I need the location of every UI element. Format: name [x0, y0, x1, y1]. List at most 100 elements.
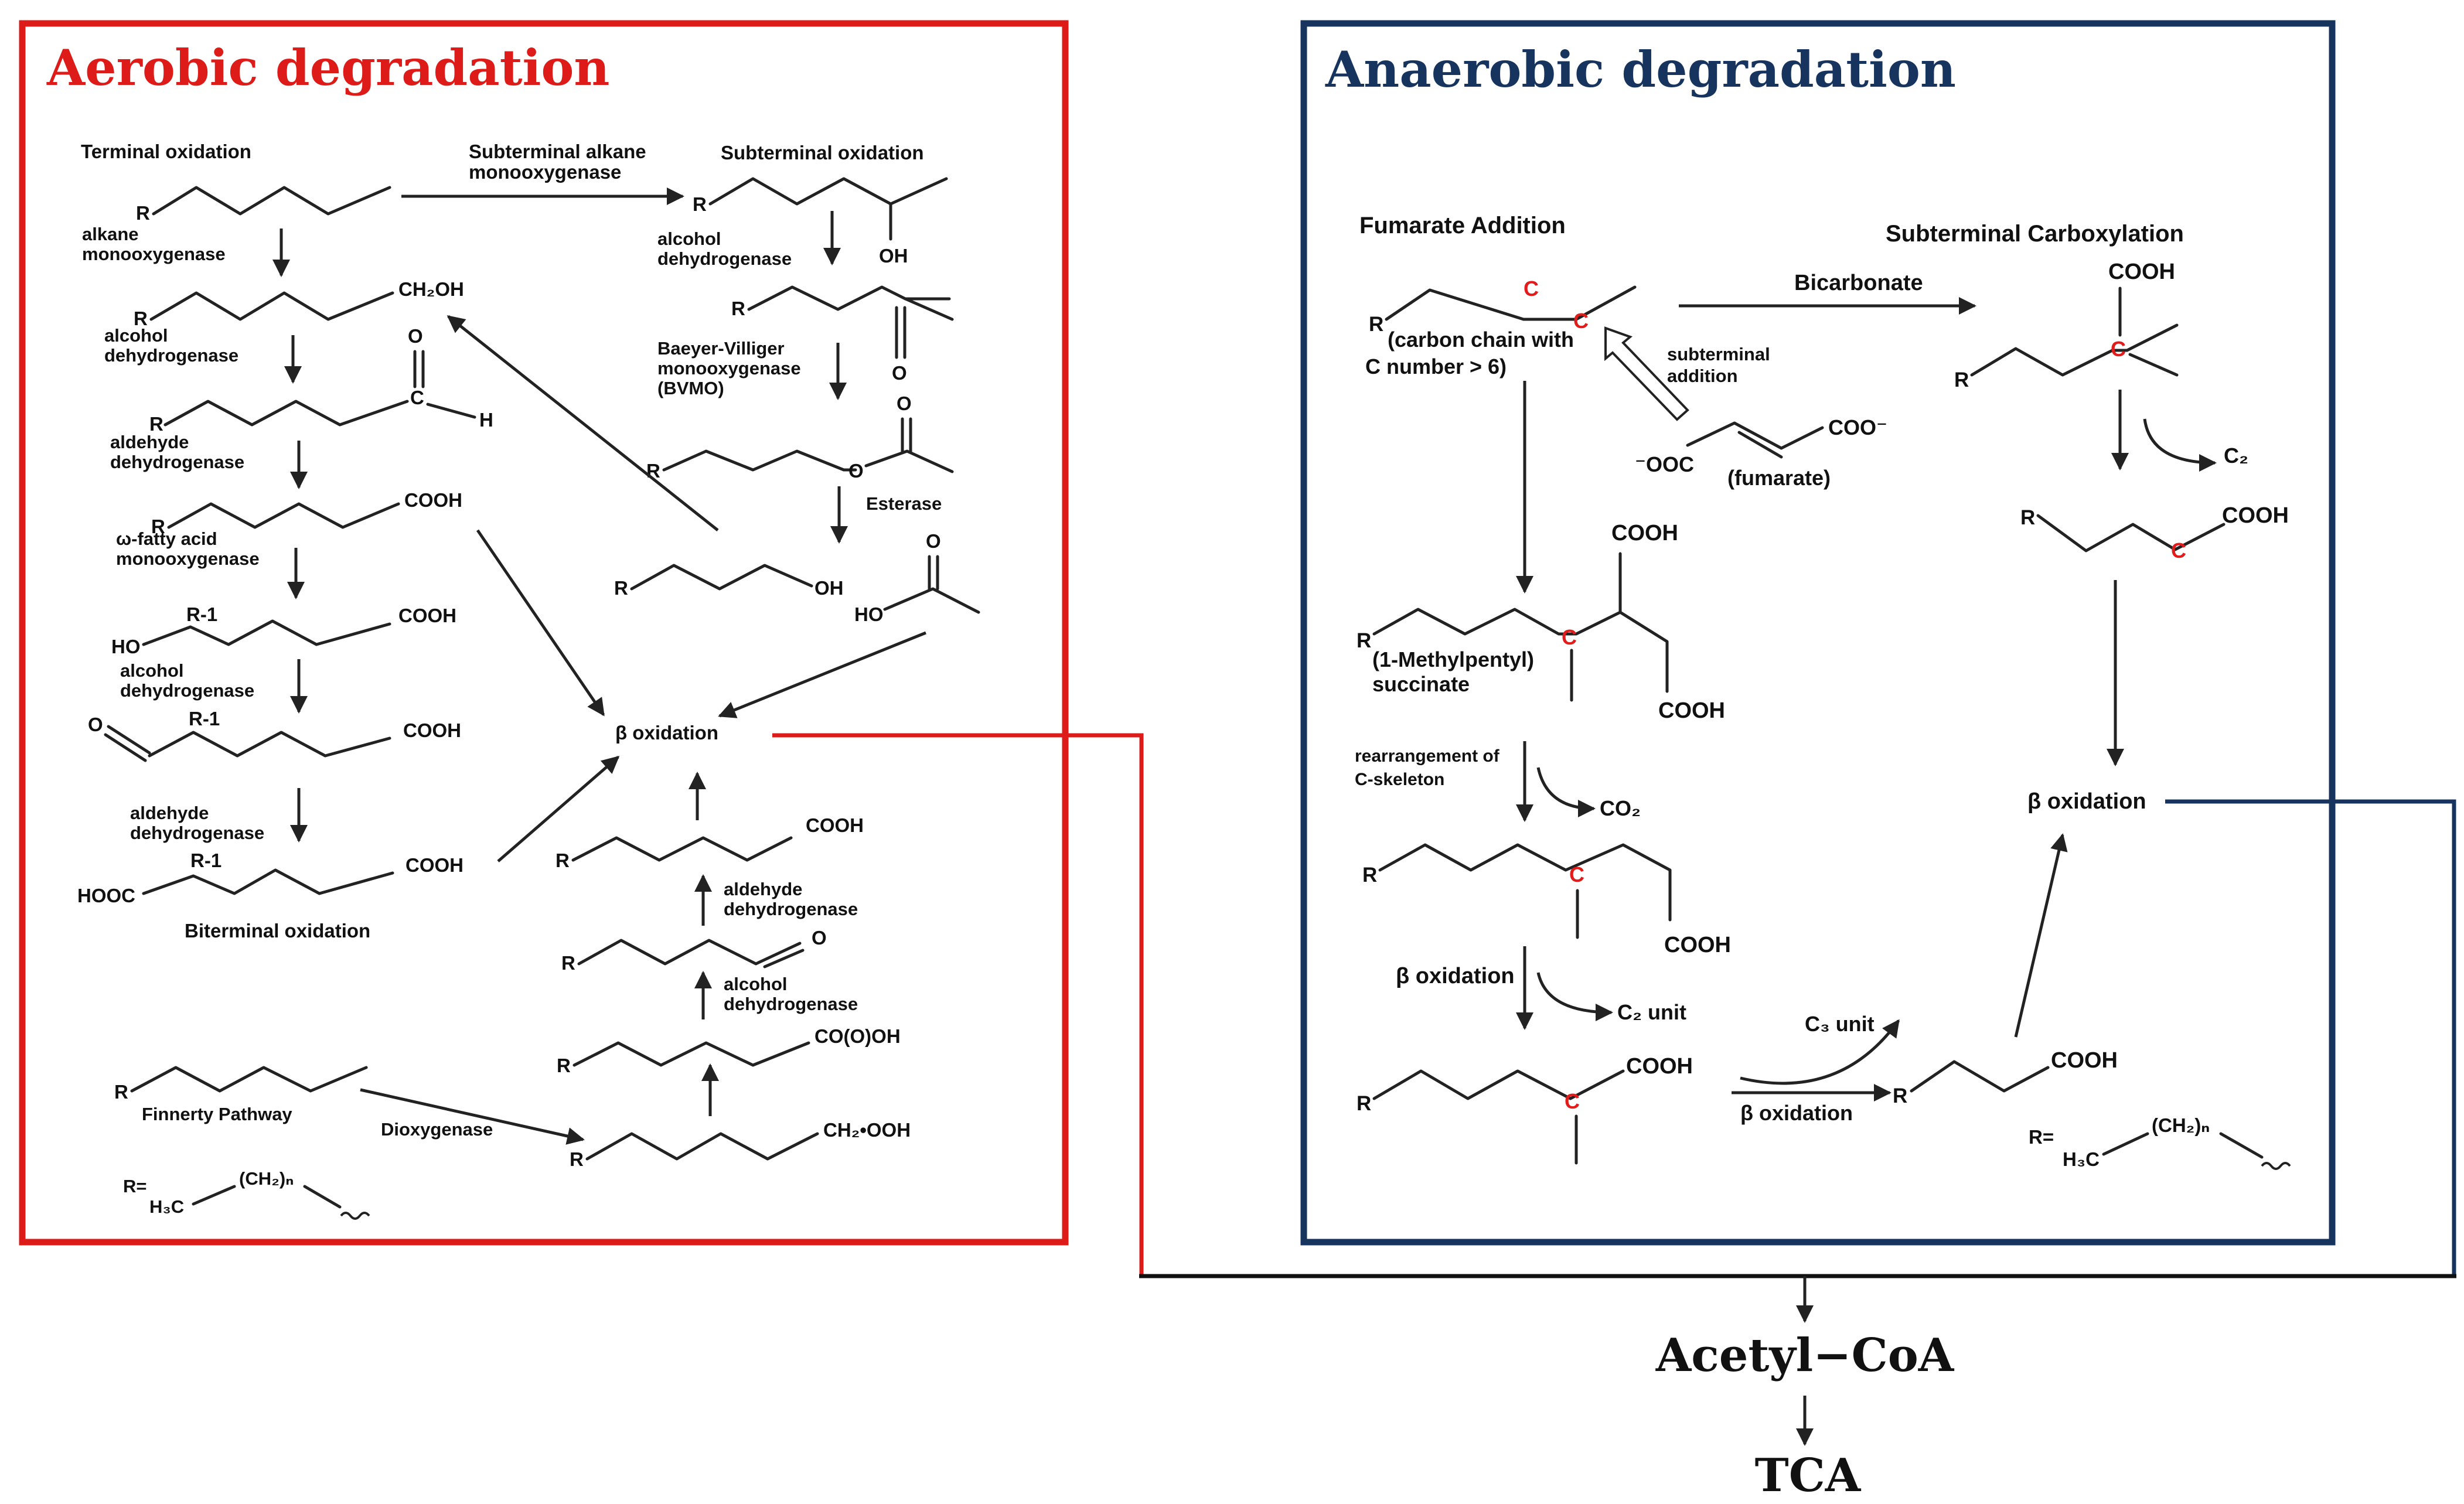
- finnerty-hydroperoxide-chain: [585, 1132, 819, 1161]
- beta-oxidation-label: β oxidation: [615, 722, 718, 744]
- r-label: R: [1954, 369, 1969, 391]
- arrow-dioxygenase: [360, 1088, 585, 1145]
- red-carbon-label: C: [1573, 309, 1589, 333]
- finnerty-peracid-chain: [572, 1041, 810, 1067]
- red-carbon-label: C: [1524, 277, 1539, 301]
- r-label: R: [555, 850, 570, 871]
- ch2n-label: (CH₂)ₙ: [2152, 1114, 2210, 1136]
- esterase-label: Esterase: [866, 493, 942, 514]
- bvmo-label: Baeyer-Villiger: [657, 338, 785, 359]
- red-carbon-label: C: [2111, 337, 2126, 361]
- dioxygenase-label: Dioxygenase: [381, 1119, 493, 1140]
- rearranged-chain: [1378, 843, 1672, 922]
- methylpentyl-succinate-label: (1-Methylpentyl): [1372, 647, 1534, 671]
- cooh-label: COOH: [2222, 503, 2289, 528]
- cooh-label: COOH: [2108, 260, 2175, 284]
- alcohol-dh-label-2: dehydrogenase: [104, 345, 238, 366]
- ho-label: HO: [854, 603, 884, 625]
- fumarate-double-bond: [1737, 431, 1783, 459]
- arrow-subterminal-to-alcohol: [447, 315, 719, 531]
- r-definition-bond: [303, 1185, 342, 1209]
- r-minus-1-label: R-1: [190, 850, 221, 871]
- aldehyde-dh-label-2: dehydrogenase: [110, 452, 244, 472]
- cooh-label: COOH: [403, 719, 461, 741]
- subterminal-oxidation-label: Subterminal oxidation: [721, 142, 924, 163]
- biterminal-oxidation-label: Biterminal oxidation: [185, 920, 370, 942]
- finnerty-pathway-label: Finnerty Pathway: [142, 1104, 292, 1124]
- aldehyde-dh-label: aldehyde: [110, 432, 189, 452]
- fumarate-label: (fumarate): [1727, 466, 1831, 490]
- fin-aldehyde-dh-label-2: dehydrogenase: [724, 899, 858, 919]
- r-label: R: [151, 516, 165, 537]
- co-o-oh-label: CO(O)OH: [814, 1025, 901, 1047]
- o-atom-label: O: [892, 362, 907, 384]
- beta-oxidation-label: β oxidation: [1396, 964, 1515, 988]
- c-atom-label: C: [410, 387, 424, 408]
- carbonyl-bond: [107, 725, 151, 755]
- fumarate-addition-label: Fumarate Addition: [1359, 213, 1566, 238]
- subterminal-addition-label-2: addition: [1667, 366, 1738, 386]
- wavy-bond-icon: [2261, 1162, 2291, 1170]
- carbon-chain-label-2: C number > 6): [1365, 354, 1507, 378]
- methylpentyl-succinate-label-2: succinate: [1372, 672, 1470, 696]
- finnerty-alkane-chain: [130, 1066, 368, 1093]
- c3-unit-label: C₃ unit: [1805, 1012, 1875, 1036]
- r-definition-bond: [192, 1185, 236, 1206]
- anaerobic-panel: Anaerobic degradation Fumarate Addition …: [1300, 20, 2336, 1246]
- r-label: R: [149, 413, 163, 435]
- aldehyde-chain: [163, 400, 409, 427]
- arrow-dicarboxylic-to-beta: [497, 756, 620, 862]
- r-definition-bond: [2102, 1132, 2149, 1156]
- carboxylated-chain: [1970, 323, 2179, 377]
- alkane-chain: [1385, 285, 1637, 321]
- alcohol-dh-label-2: dehydrogenase: [120, 680, 254, 701]
- alcohol-product-chain: [630, 564, 813, 591]
- sub-alcohol-dh-label: alcohol: [657, 229, 721, 249]
- subterminal-carboxylation-label: Subterminal Carboxylation: [1886, 221, 2184, 247]
- acetic-acid-chain: [883, 587, 980, 614]
- shortened-chain: [1372, 1069, 1625, 1100]
- cooh-label: COOH: [806, 814, 864, 836]
- alcohol-dh-label: alcohol: [120, 660, 184, 681]
- c2-unit-label: C₂ unit: [1617, 1000, 1686, 1024]
- arrow-acetic-to-beta: [718, 631, 926, 718]
- ester-chain-2: [864, 449, 954, 473]
- alcohol-dh-label: alcohol: [104, 325, 168, 346]
- hooc-label: HOOC: [77, 885, 135, 906]
- h-atom-label: H: [479, 409, 493, 431]
- red-carbon-label: C: [1562, 625, 1577, 649]
- anaerobic-title: Anaerobic degradation: [1325, 40, 1956, 98]
- wavy-bond-icon: [340, 1212, 370, 1220]
- r-label: R: [693, 193, 707, 215]
- r-label: R: [114, 1081, 128, 1103]
- aldehyde-dh-label: aldehyde: [130, 803, 209, 823]
- ester-chain: [662, 449, 857, 472]
- coo-minus-label: COO⁻: [1828, 415, 1887, 439]
- subterminal-alkane-mo-label-2: monooxygenase: [469, 161, 621, 183]
- succinate-chain: [1372, 608, 1669, 693]
- anaerobic-frame: [1300, 20, 2336, 1246]
- carboxylated-chain-tail: [2128, 353, 2179, 377]
- arrow-c3-unit-release: [1740, 1019, 1900, 1085]
- red-carbon-label: C: [1565, 1089, 1580, 1113]
- o-atom-label: O: [848, 460, 864, 482]
- fumarate-chain: [1686, 421, 1824, 450]
- red-carbon-label: C: [2171, 538, 2186, 562]
- o-atom-label: O: [408, 325, 423, 347]
- ooc-minus-label: ⁻OOC: [1635, 452, 1694, 476]
- oh-label: OH: [879, 245, 908, 267]
- r-label: R: [134, 308, 148, 329]
- o-atom-label: O: [897, 393, 912, 414]
- cooh-label: COOH: [1626, 1054, 1693, 1079]
- subterminal-addition-label: subterminal: [1667, 344, 1770, 364]
- fatty-acid-chain: [167, 502, 400, 529]
- r-label: R: [136, 202, 150, 224]
- subterminal-alkane-chain: [708, 177, 948, 206]
- ch2-ooh-label: CH₂•OOH: [823, 1119, 911, 1141]
- r-definition-bond: [2219, 1132, 2264, 1159]
- h3c-label: H₃C: [2063, 1148, 2100, 1170]
- aerobic-title: Aerobic degradation: [46, 39, 610, 97]
- r-label: R: [731, 298, 745, 319]
- fin-alcohol-dh-label-2: dehydrogenase: [724, 994, 858, 1014]
